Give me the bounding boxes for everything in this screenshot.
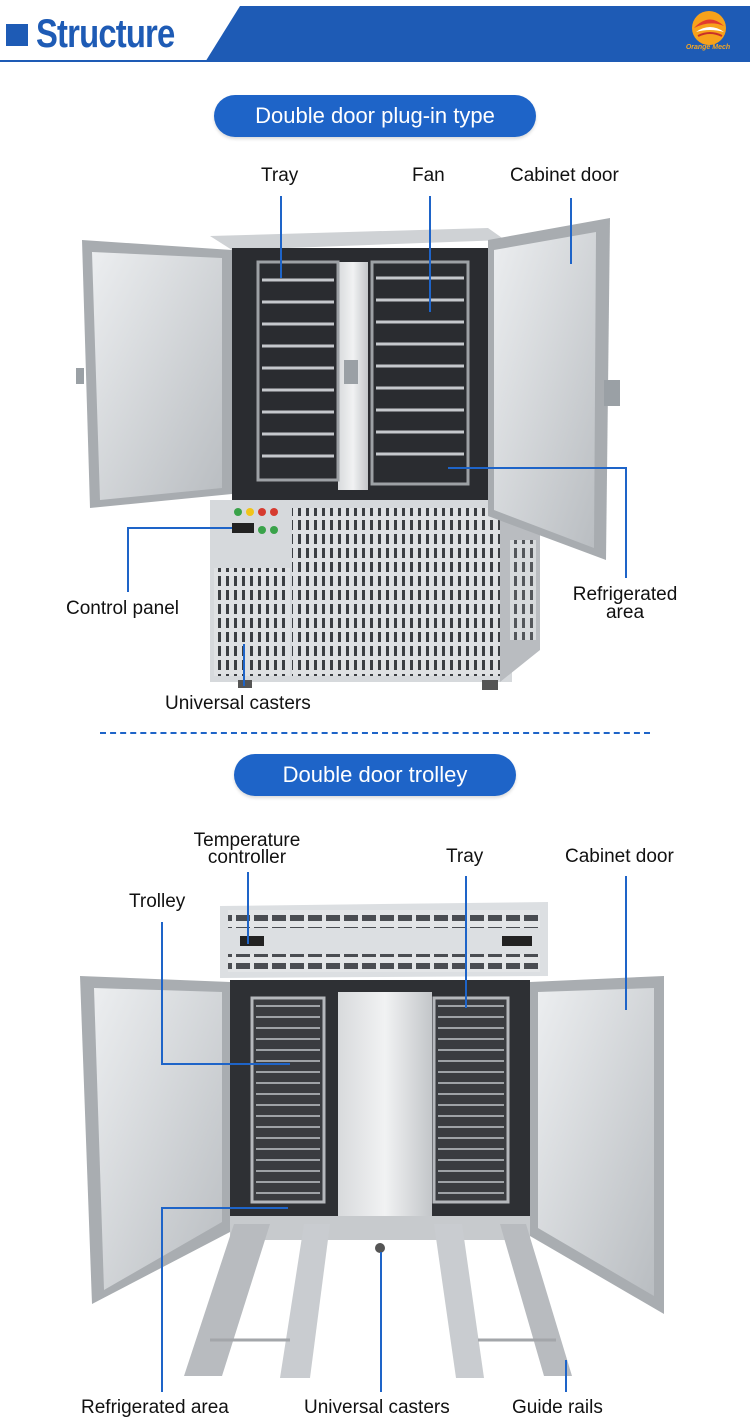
label-guide-rails: Guide rails [512, 1397, 603, 1418]
label-cabinet-door-1: Cabinet door [510, 165, 619, 186]
label-cabinet-door-2: Cabinet door [565, 846, 674, 867]
label-tray-2: Tray [446, 846, 484, 867]
label-tray-1: Tray [261, 165, 299, 186]
label-trolley: Trolley [129, 891, 186, 912]
header-title-panel [0, 6, 240, 60]
label-temperature-controller-b: controller [207, 847, 287, 868]
tray-rack-right [370, 260, 470, 486]
page-title: Structure [36, 12, 175, 56]
brand-logo-icon [692, 11, 726, 45]
label-control-panel: Control panel [66, 598, 180, 619]
label-universal-casters-2: Universal casters [304, 1397, 450, 1418]
section-divider [100, 732, 650, 734]
label-fan: Fan [412, 165, 445, 186]
label-universal-casters-1: Universal casters [165, 693, 311, 714]
label-refrigerated-area-1a: Refrigerated [572, 584, 678, 605]
brand-logo-text: Orange Mech [685, 44, 731, 51]
label-temperature-controller-a: Temperature [193, 830, 301, 851]
header-square-icon [6, 24, 28, 46]
label-refrigerated-area-2: Refrigerated area [81, 1397, 229, 1418]
page-header: Structure Orange Mech [0, 0, 750, 66]
section1-title-pill: Double door plug-in type [214, 95, 536, 137]
tray-rack-left [256, 260, 340, 482]
header-divider [0, 60, 750, 62]
section2-title-pill: Double door trolley [234, 754, 516, 796]
label-refrigerated-area-1b: area [605, 602, 645, 623]
